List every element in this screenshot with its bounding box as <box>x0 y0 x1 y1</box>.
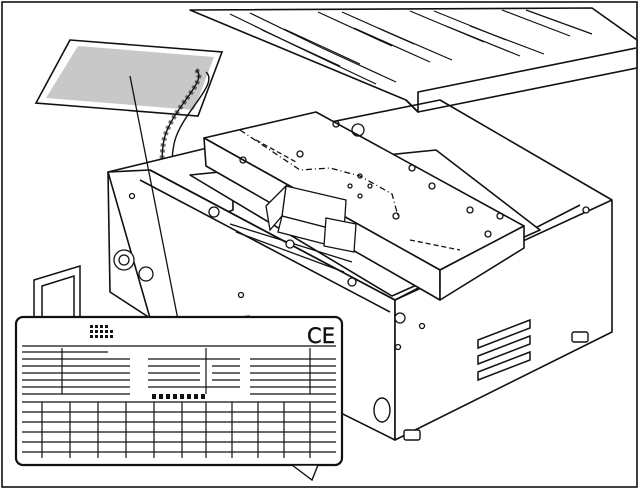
side-vent-slots <box>477 318 531 382</box>
housing-screws <box>113 192 590 351</box>
top-cover <box>189 7 638 113</box>
label-block-marks <box>152 394 205 399</box>
cover-vent-slots <box>229 9 593 85</box>
feet <box>373 331 589 441</box>
ce-mark-text: CE <box>307 324 335 348</box>
label-upper-lines <box>22 345 336 395</box>
label-sheet <box>34 39 224 117</box>
mechanism-details <box>208 120 504 324</box>
label-lower-grid <box>22 401 336 458</box>
header-text-marks <box>90 325 113 338</box>
label-callout: CE <box>14 315 344 482</box>
ce-mark-icon: CE <box>304 322 338 348</box>
